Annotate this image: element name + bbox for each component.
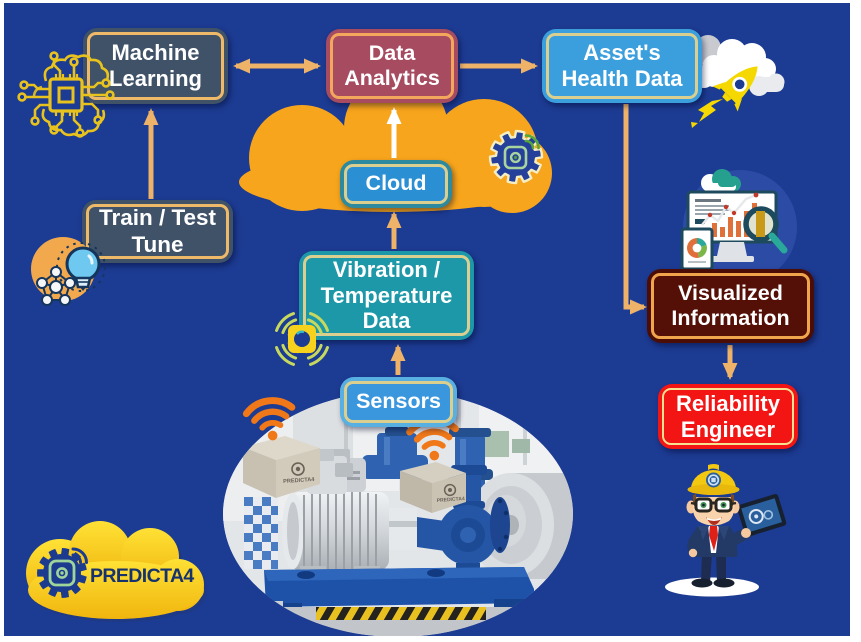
node-inner: Reliability Engineer [662,388,794,445]
engineer-tablet [736,494,787,537]
diagram-canvas: PREDICTA4 PREDICTA4 [4,3,850,636]
node-inner: Train / Test Tune [86,204,229,259]
node-label: Sensors [356,389,441,414]
node-inner: Cloud [344,164,448,204]
pie-report-icon [680,227,714,271]
node-label: Information [671,306,790,330]
rocket [712,66,758,112]
node-label: Engineer [680,416,776,442]
node-data-analytics: Data Analytics [326,29,458,103]
node-label: Analytics [344,66,440,90]
photo-motor [282,449,417,576]
node-label: Train / Test [98,205,217,231]
node-inner: Sensors [344,381,453,423]
wifi-signal-icon [242,397,296,441]
node-label: Cloud [365,171,427,196]
node-machine-learning: Machine Learning [83,28,228,104]
arrow-ah-vi [623,104,647,315]
node-reliability-engineer: Reliability Engineer [658,384,798,449]
node-label: Asset's [583,40,661,66]
logo-gear-icon [37,547,88,599]
node-label: Data [368,40,416,65]
hazard-stripe [316,607,486,620]
engineer-character [665,464,787,597]
node-cloud: Cloud [340,160,452,208]
sensor-box-right: PREDICTA4 [400,462,466,513]
node-label: Vibration / [332,256,441,282]
node-inner: Machine Learning [87,32,224,100]
node-sensors: Sensors [340,377,457,427]
dashboard-cloud-icon [701,169,741,192]
node-label: Temperature [320,282,453,308]
predicta4-logo: PREDICTA4 [26,521,207,622]
diagram-art-layer: PREDICTA4 PREDICTA4 [26,35,797,636]
rocket-clouds-icon [683,35,785,128]
sensor-box-label: PREDICTA4 [283,477,316,485]
node-label: Health Data [561,66,683,91]
node-visualized-information: Visualized Information [647,269,814,343]
sensor-box-label: PREDICTA4 [437,496,466,504]
engineer-hardhat [687,464,740,495]
node-assets-health-data: Asset's Health Data [542,29,702,103]
logo-text: PREDICTA4 [90,565,194,587]
node-vibration-temperature-data: Vibration / Temperature Data [299,251,474,340]
node-label: Tune [131,231,184,257]
sensor-box-left: PREDICTA4 [243,436,320,498]
flow-arrows [143,58,738,380]
rocket-flame [691,99,723,128]
analytics-dashboard-icon [680,169,797,284]
engineer-glasses [690,497,737,513]
magnifier-icon [743,206,788,254]
photo-base [264,567,534,613]
node-inner: Asset's Health Data [546,33,698,99]
node-train-test-tune: Train / Test Tune [82,200,233,263]
iot-gear-icon [488,129,544,185]
node-inner: Visualized Information [651,273,810,339]
node-label: Data [362,308,411,334]
pumps-photo: PREDICTA4 PREDICTA4 [223,391,573,636]
node-inner: Data Analytics [330,33,454,99]
node-inner: Vibration / Temperature Data [303,255,470,336]
node-label: Reliability [676,390,780,416]
node-label: Machine [111,40,200,66]
node-label: Visualized [678,280,783,305]
engineer-shadow [665,577,759,597]
node-label: Learning [109,66,202,91]
